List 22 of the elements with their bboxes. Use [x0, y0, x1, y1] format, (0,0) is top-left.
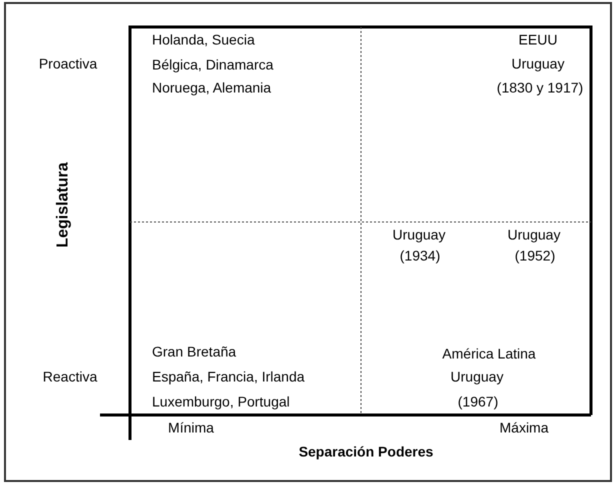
cell-text: EEUU [518, 32, 558, 48]
cell-text: España, Francia, Irlanda [152, 368, 305, 386]
axis-title: Legislatura [54, 162, 72, 248]
cell-text: (1967) [458, 394, 498, 410]
cell-text: Noruega, Alemania [152, 80, 272, 96]
cell-text: Uruguay [450, 368, 504, 386]
cell-text: (1934) [400, 248, 440, 264]
cell-text: Uruguay [512, 56, 564, 72]
cell-text: Uruguay [508, 226, 560, 244]
axis-level-label: Mínima [168, 420, 214, 436]
axis-level-label: Reactiva [42, 368, 98, 386]
cell-text: Bélgica, Dinamarca [152, 56, 274, 74]
cell-text: (1830 y 1917) [496, 80, 584, 96]
axis-level-label: Máxima [500, 420, 548, 436]
cell-text: Luxemburgo, Portugal [152, 394, 290, 410]
axis-title: Separación Poderes [298, 444, 434, 460]
axis-level-label: Proactiva [38, 56, 98, 72]
cell-text: Gran Bretaña [152, 344, 236, 360]
cell-text: América Latina [442, 346, 536, 362]
cell-text: Uruguay [392, 226, 446, 244]
cell-text: Holanda, Suecia [152, 32, 255, 48]
cell-text: (1952) [514, 248, 556, 264]
